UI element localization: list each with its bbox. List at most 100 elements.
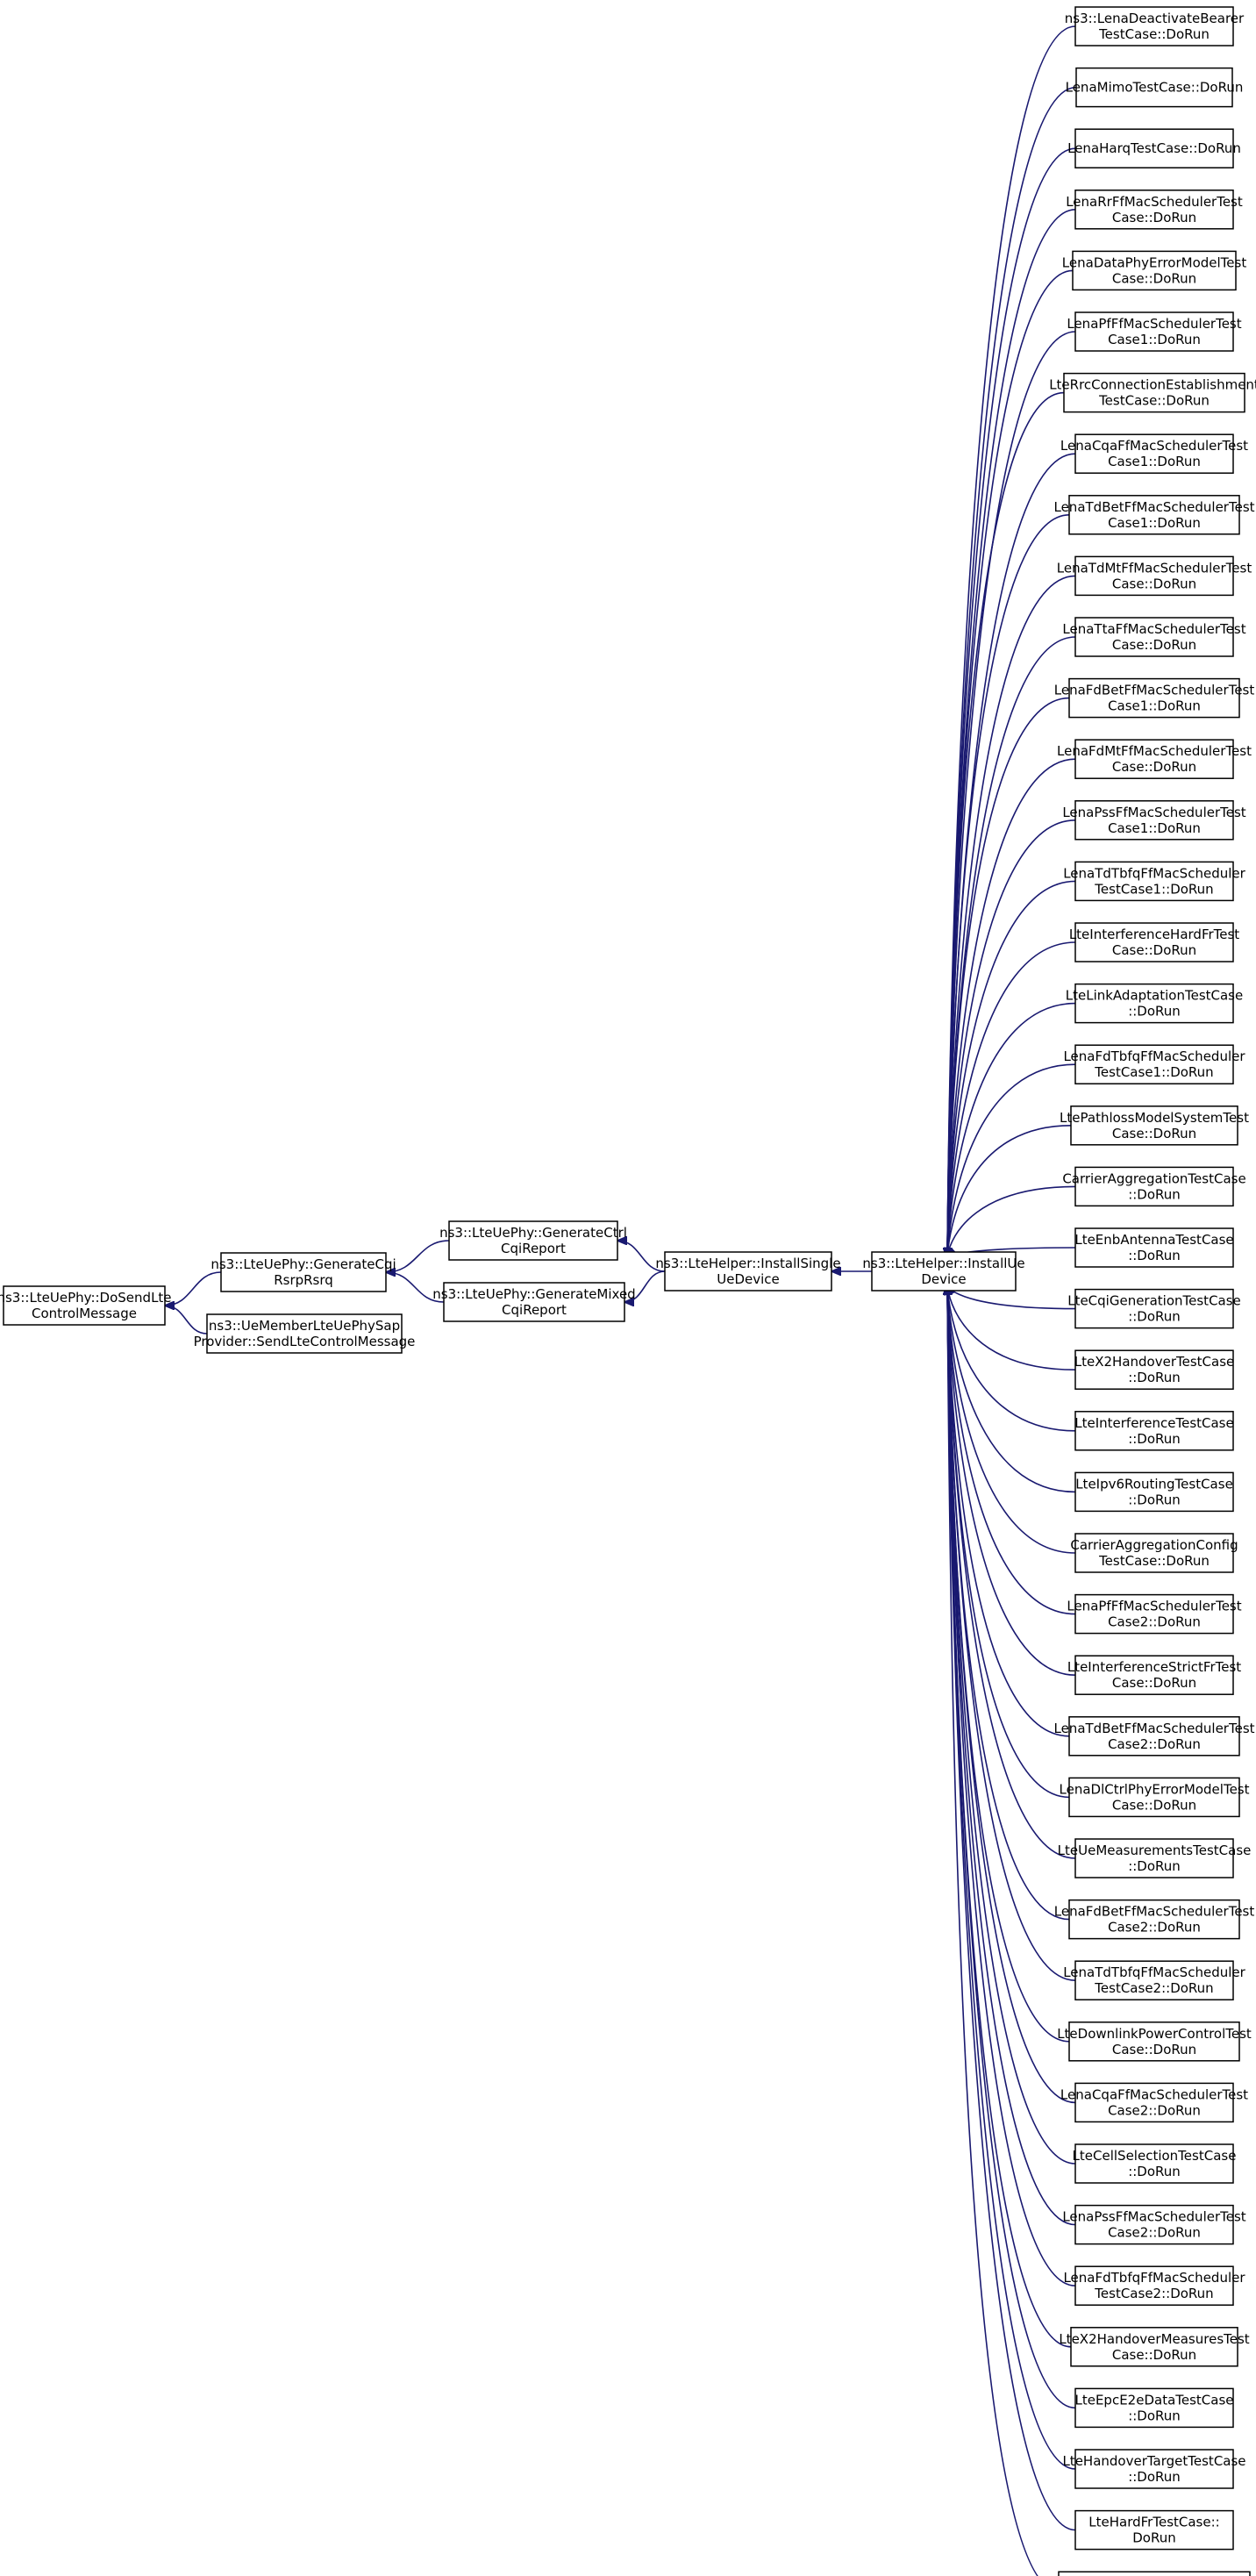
node-label-line: Case::DoRun bbox=[1112, 637, 1196, 653]
node-label-line: LenaPfFfMacSchedulerTest bbox=[1067, 1599, 1241, 1614]
node-label-line: ::DoRun bbox=[1128, 2469, 1181, 2485]
node-t07[interactable]: LteRrcConnectionEstablishmentTestCase::D… bbox=[1049, 372, 1256, 413]
node-t41[interactable]: LteHandoverTargetTestCase::DoRun bbox=[1062, 2449, 1246, 2489]
node-label-line: ::DoRun bbox=[1128, 2408, 1181, 2423]
node-label-line: LenaTdBetFfMacSchedulerTest bbox=[1053, 1721, 1254, 1736]
node-label-line: LteX2HandoverTestCase bbox=[1074, 1354, 1234, 1370]
node-label-line: TestCase::DoRun bbox=[1098, 1553, 1210, 1569]
node-box bbox=[1074, 1533, 1234, 1573]
node-t25[interactable]: LteIpv6RoutingTestCase::DoRun bbox=[1074, 1471, 1234, 1513]
node-label-line: Case2::DoRun bbox=[1108, 1920, 1201, 1936]
node-label-line: LenaCqaFfMacSchedulerTest bbox=[1060, 2086, 1248, 2102]
node-label-line: TestCase1::DoRun bbox=[1094, 881, 1213, 897]
node-label-line: ns3::LteUePhy::DoSendLte bbox=[0, 1290, 172, 1306]
node-t40[interactable]: LteEpcE2eDataTestCase::DoRun bbox=[1074, 2387, 1234, 2429]
edge-t32-to-install_ue bbox=[947, 1285, 1070, 1921]
node-label-line: TestCase1::DoRun bbox=[1094, 1064, 1213, 1080]
edge-t24-to-install_ue bbox=[947, 1285, 1076, 1432]
node-label-line: ns3::LteUePhy::GenerateCtrl bbox=[439, 1225, 627, 1241]
node-box bbox=[1074, 6, 1234, 47]
node-label-line: ::DoRun bbox=[1128, 1309, 1181, 1325]
edge-t18-to-install_ue bbox=[947, 1063, 1076, 1257]
node-t36[interactable]: LteCellSelectionTestCase::DoRun bbox=[1073, 2143, 1237, 2184]
node-box bbox=[443, 1282, 625, 1322]
node-label-line: Case2::DoRun bbox=[1108, 2102, 1201, 2118]
edge-t34-to-install_ue bbox=[947, 1285, 1070, 2043]
node-label-line: ::DoRun bbox=[1128, 1858, 1181, 1874]
node-t02[interactable]: LenaMimoTestCase::DoRun bbox=[1066, 67, 1244, 108]
edge-install_single-to-gen_mixed bbox=[624, 1270, 666, 1302]
node-label-line: LteRrcConnectionEstablishment bbox=[1049, 377, 1256, 393]
node-t42[interactable]: LteHardFrTestCase::DoRun bbox=[1074, 2509, 1234, 2551]
node-label-line: LtePathlossModelSystemTest bbox=[1060, 1110, 1249, 1126]
node-label-line: CarrierAggregationConfig bbox=[1070, 1537, 1238, 1553]
node-box bbox=[1074, 2265, 1234, 2306]
node-box bbox=[1074, 1349, 1234, 1390]
node-label-line: CqiReport bbox=[502, 1302, 567, 1318]
node-label-line: CqiReport bbox=[501, 1241, 566, 1256]
node-label-line: ControlMessage bbox=[32, 1306, 137, 1321]
node-label-line: Case::DoRun bbox=[1112, 576, 1196, 591]
node-layer: ns3::LteUePhy::DoSendLteControlMessagens… bbox=[0, 6, 1256, 2576]
node-label-line: LteCqiGenerationTestCase bbox=[1067, 1293, 1241, 1309]
node-box bbox=[3, 1285, 166, 1326]
node-ue_member[interactable]: ns3::UeMemberLteUePhySapProvider::SendLt… bbox=[194, 1313, 416, 1354]
node-t31[interactable]: LteUeMeasurementsTestCase::DoRun bbox=[1058, 1838, 1252, 1878]
node-t43[interactable]: LteCqiGenerationDlPowerControlTestCase::… bbox=[1046, 2571, 1256, 2576]
node-box bbox=[1074, 800, 1234, 841]
node-t20[interactable]: CarrierAggregationTestCase::DoRun bbox=[1062, 1166, 1246, 1207]
node-t23[interactable]: LteX2HandoverTestCase::DoRun bbox=[1074, 1349, 1234, 1390]
node-t21[interactable]: LteEnbAntennaTestCase::DoRun bbox=[1074, 1227, 1234, 1268]
node-t24[interactable]: LteInterferenceTestCase::DoRun bbox=[1074, 1411, 1234, 1451]
node-label-line: LteX2HandoverMeasuresTest bbox=[1059, 2331, 1249, 2347]
node-box bbox=[1074, 2204, 1234, 2245]
edge-t20-to-install_ue bbox=[947, 1185, 1076, 1257]
node-box bbox=[1074, 861, 1234, 902]
edge-t42-to-install_ue bbox=[947, 1285, 1076, 2531]
node-label-line: Case2::DoRun bbox=[1108, 2225, 1201, 2241]
node-box bbox=[1075, 67, 1233, 108]
edge-t25-to-install_ue bbox=[947, 1285, 1076, 1493]
node-box bbox=[1074, 922, 1234, 962]
edge-t16-to-install_ue bbox=[947, 941, 1076, 1257]
node-t03[interactable]: LenaHarqTestCase::DoRun bbox=[1067, 128, 1241, 168]
node-box bbox=[1074, 1838, 1234, 1878]
edge-ue_member-to-do_send bbox=[165, 1306, 208, 1335]
node-t22[interactable]: LteCqiGenerationTestCase::DoRun bbox=[1067, 1288, 1241, 1329]
node-t17[interactable]: LteLinkAdaptationTestCase::DoRun bbox=[1066, 983, 1243, 1024]
node-box bbox=[1074, 1288, 1234, 1329]
